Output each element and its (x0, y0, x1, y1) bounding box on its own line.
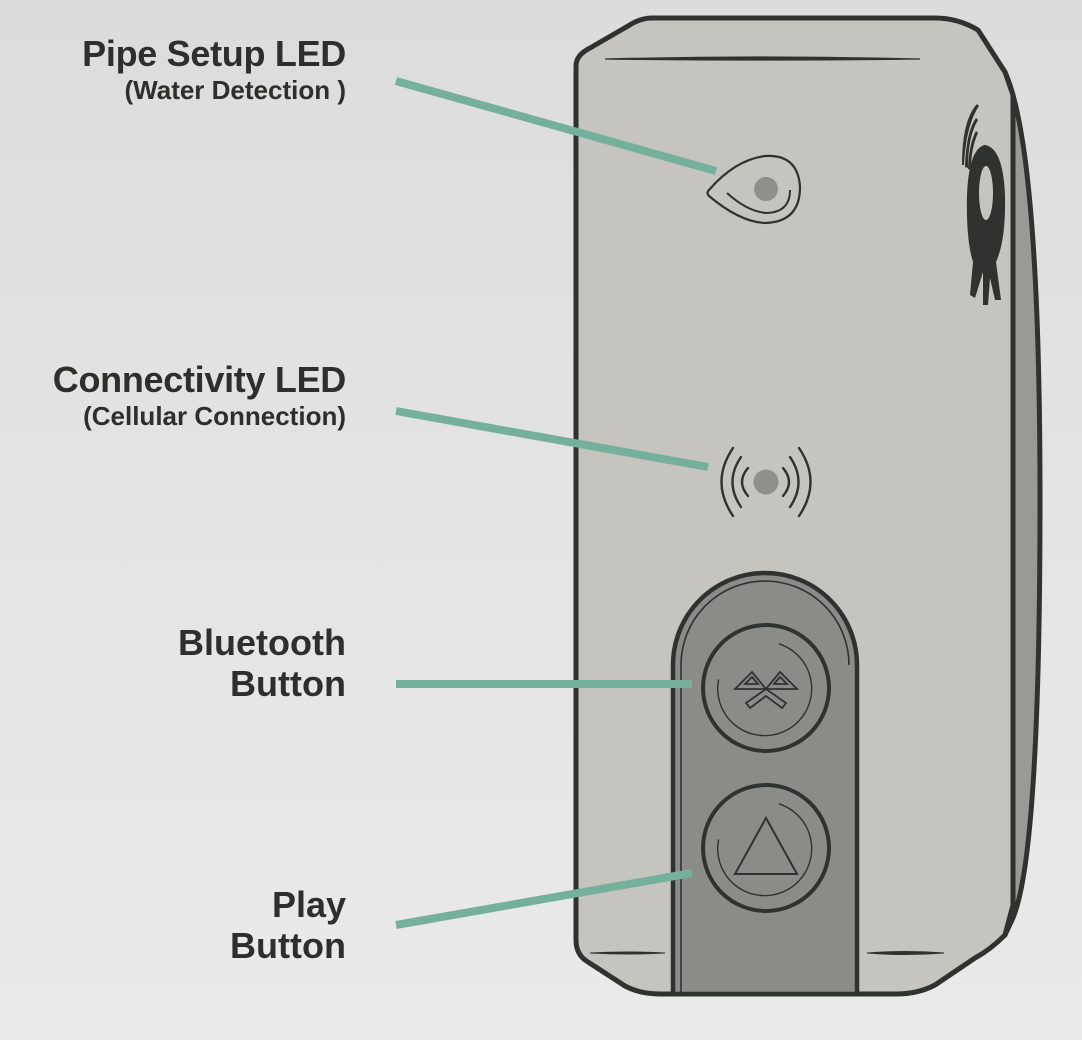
bottom-crease-right (866, 951, 945, 955)
connectivity-led-light (753, 469, 779, 495)
bluetooth-button-label-line2: Button (230, 663, 346, 704)
rocket-logo-icon (962, 104, 1006, 305)
bluetooth-button-label: Bluetooth Button (178, 622, 346, 704)
bluetooth-button[interactable] (701, 623, 831, 753)
pipe-setup-led (706, 154, 802, 225)
bluetooth-icon (732, 670, 800, 710)
play-button-label-line2: Button (230, 925, 346, 966)
connectivity-led-subtitle: (Cellular Connection) (83, 401, 346, 432)
leader-line-play-button (395, 869, 693, 929)
water-drop-icon (706, 154, 802, 225)
leader-line-connectivity-led (395, 407, 709, 471)
pipe-setup-led-light (754, 177, 778, 201)
top-crease (604, 56, 921, 61)
signal-waves-icon (720, 446, 812, 518)
connectivity-led (720, 446, 812, 518)
connectivity-led-label: Connectivity LED (Cellular Connection) (52, 359, 347, 432)
play-button-label-line1: Play (271, 884, 346, 925)
leader-lines (394, 77, 718, 929)
pipe-setup-led-subtitle: (Water Detection ) (124, 75, 347, 106)
leader-line-pipe-setup-led (394, 77, 718, 175)
connectivity-led-title: Connectivity LED (52, 359, 347, 400)
play-button-label: Play Button (230, 884, 346, 966)
pipe-setup-led-label: Pipe Setup LED (Water Detection ) (82, 33, 347, 106)
bottom-crease-left (589, 951, 666, 955)
pipe-setup-led-title: Pipe Setup LED (82, 33, 346, 74)
bluetooth-button-label-line1: Bluetooth (178, 622, 346, 663)
triangle-play-icon (733, 815, 799, 875)
play-button[interactable] (701, 783, 831, 913)
